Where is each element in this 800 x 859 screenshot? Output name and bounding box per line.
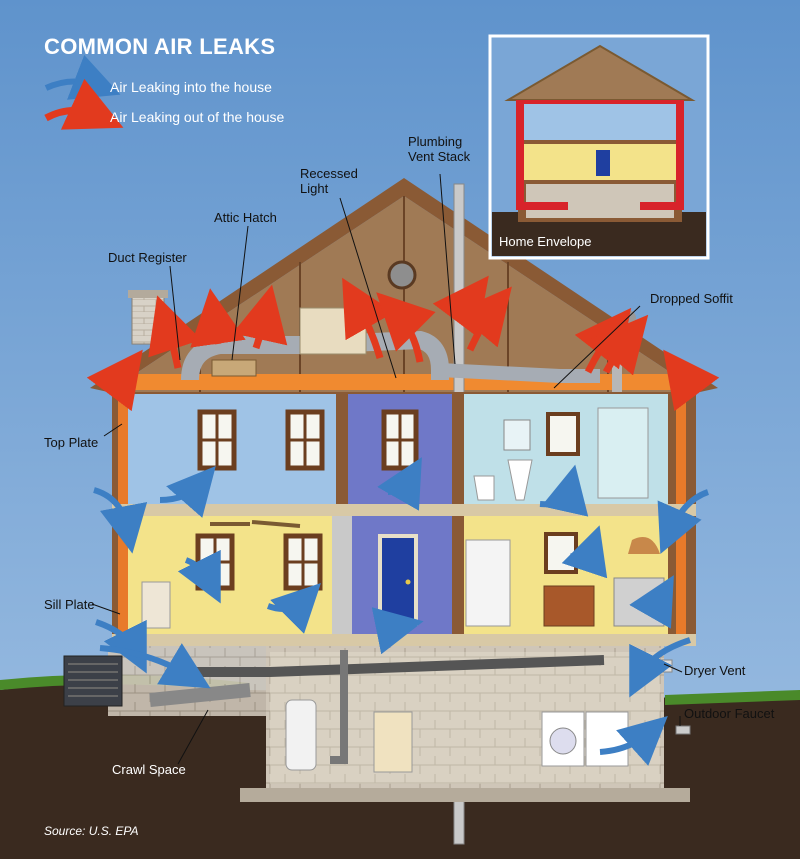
- source-credit: Source: U.S. EPA: [44, 824, 139, 838]
- leak-arrows-in: [93, 457, 710, 766]
- label-duct-register: Duct Register: [108, 250, 187, 265]
- attic-insulation: [112, 374, 696, 390]
- diagram-title: COMMON AIR LEAKS: [44, 34, 276, 59]
- window-upper-hall: [381, 409, 419, 471]
- attic-hatch-icon: [211, 359, 257, 377]
- kitchen-cabinet: [543, 585, 595, 627]
- range-hood-light: [628, 537, 660, 554]
- water-heater: [285, 699, 317, 771]
- window-lower-2: [283, 533, 323, 591]
- front-door: [378, 534, 418, 626]
- ceiling-fan-icon: [210, 520, 301, 528]
- dryer: [585, 711, 629, 767]
- sink: [507, 459, 533, 501]
- grass-right: [665, 690, 800, 705]
- legend-into-label: Air Leaking into the house: [110, 79, 272, 95]
- label-dropped-soffit: Dropped Soffit: [650, 291, 733, 306]
- toilet: [473, 475, 495, 501]
- refrigerator: [465, 539, 511, 627]
- label-outdoor-faucet: Outdoor Faucet: [684, 706, 775, 721]
- first-floor-slab: [112, 634, 696, 646]
- label-plumbing-vent-stack: Plumbing Vent Stack: [408, 134, 471, 164]
- dryer-vent-icon: [659, 659, 673, 673]
- legend-out-label: Air Leaking out of the house: [110, 109, 285, 125]
- label-leader-lines: [91, 173, 683, 765]
- window-lower-1: [195, 533, 235, 591]
- legend-arrow-out-icon: [44, 78, 124, 130]
- window-upper-bath: [546, 412, 580, 456]
- label-top-plate: Top Plate: [44, 435, 99, 450]
- label-crawl-space: Crawl Space: [112, 762, 186, 777]
- label-home-envelope: Home Envelope: [499, 234, 592, 249]
- window-lower-kitchen: [544, 532, 578, 574]
- bathroom-mirror: [503, 419, 531, 451]
- chimney: [131, 295, 165, 345]
- window-upper-1: [197, 409, 237, 471]
- second-floor-slab: [112, 504, 696, 516]
- window-upper-2: [285, 409, 325, 471]
- label-recessed-light: Recessed Light: [300, 166, 358, 196]
- label-dryer-vent: Dryer Vent: [684, 663, 746, 678]
- shower-stall: [597, 407, 649, 499]
- wall-heater: [141, 581, 171, 629]
- furnace: [373, 711, 413, 773]
- label-attic-hatch: Attic Hatch: [214, 210, 277, 225]
- label-sill-plate: Sill Plate: [44, 597, 95, 612]
- attic-furnace-unit: [299, 307, 367, 355]
- outdoor-faucet-icon: [675, 725, 691, 735]
- attic-vent-icon: [387, 260, 417, 290]
- home-envelope-inset: [488, 34, 710, 260]
